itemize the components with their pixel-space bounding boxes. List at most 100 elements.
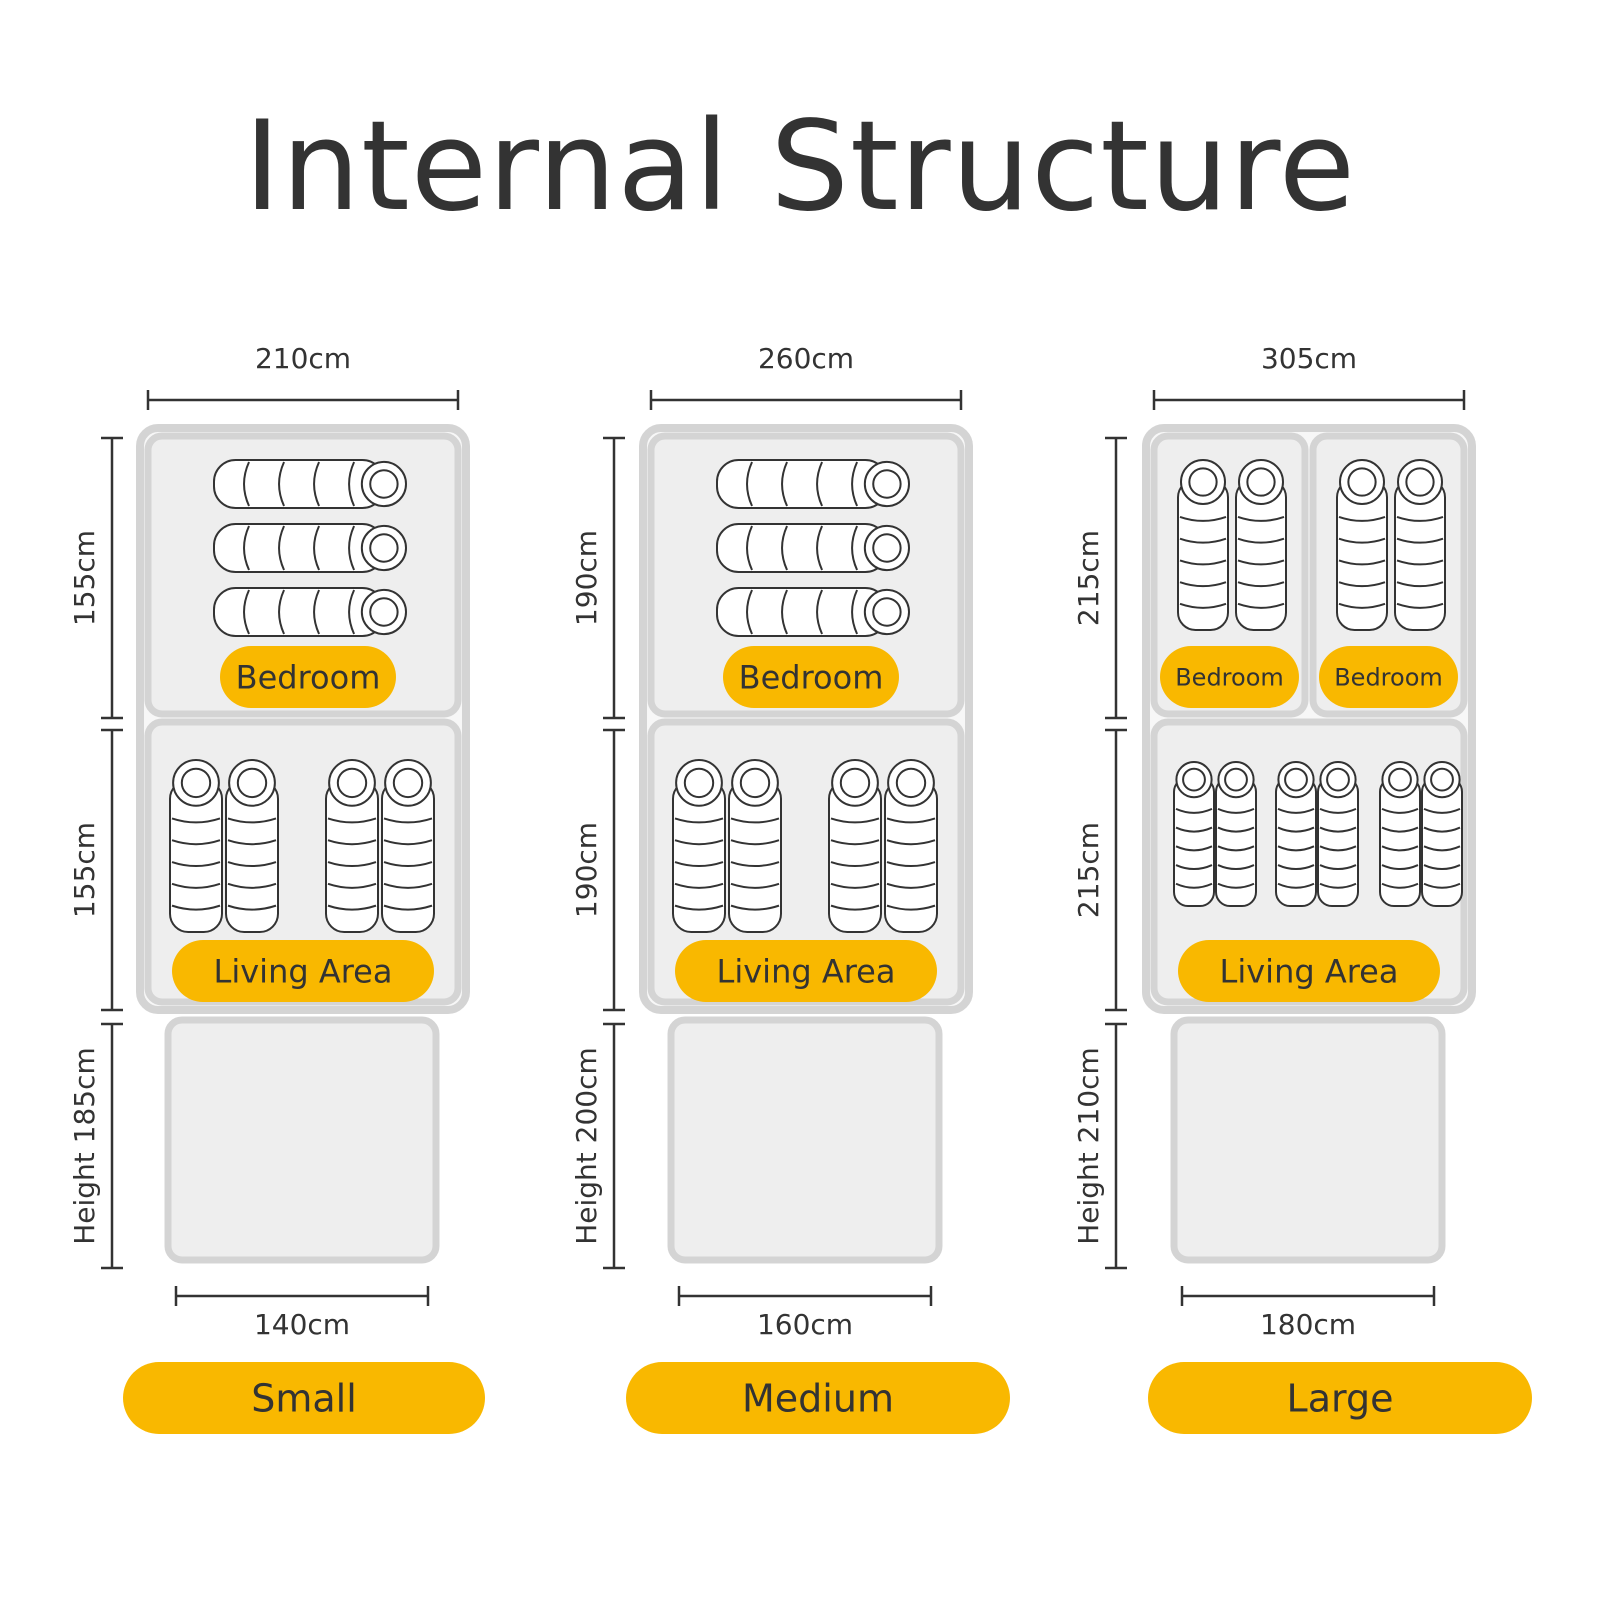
bag-hood-inner [369, 469, 399, 499]
bag-stripe [1175, 882, 1213, 889]
sleeping-bag-icon [728, 759, 782, 933]
bag-stripe [243, 461, 250, 507]
bag-stripe [1175, 845, 1213, 852]
bag-stripe [746, 589, 753, 635]
label-pill-text: Bedroom [236, 659, 381, 697]
sleeping-bag-icon [1235, 459, 1287, 631]
bag-stripe [1396, 581, 1444, 588]
bag-stripe [1237, 537, 1285, 544]
bag-stripe [243, 589, 250, 635]
bedroom-label: Bedroom [1160, 646, 1299, 708]
size-label-large: Large [1148, 1362, 1532, 1434]
bag-stripe [327, 861, 377, 868]
bag-stripe [227, 904, 277, 911]
bag-hood-inner [1224, 767, 1248, 792]
bag-stripe [851, 589, 858, 635]
vestibule-panel [164, 1016, 440, 1264]
sleeping-bag-icon [716, 587, 910, 637]
bag-hood-inner [1388, 767, 1412, 792]
sleeping-bag-icon [213, 587, 408, 637]
bag-stripe [1217, 826, 1255, 833]
bag-stripe [348, 461, 355, 507]
bag-stripe [313, 461, 320, 507]
bag-hood-inner [1430, 767, 1454, 792]
sleeping-bag-icon [1173, 761, 1215, 908]
bag-stripe [1179, 581, 1227, 588]
bag-stripe [1217, 845, 1255, 852]
bag-stripe [227, 861, 277, 868]
bag-stripe [830, 861, 880, 868]
label-pill [1319, 646, 1458, 708]
dimension-label: 160cm [757, 1308, 853, 1341]
bag-stripe [1381, 864, 1419, 871]
bag-stripe [1175, 807, 1213, 814]
bag-stripe [816, 525, 823, 571]
sleeping-bag-icon [1317, 761, 1359, 908]
bag-stripe [886, 839, 936, 846]
bag-stripe [1319, 845, 1357, 852]
bag-stripe [1396, 537, 1444, 544]
label-pill [172, 940, 434, 1002]
bag-body [716, 587, 888, 637]
sleeping-bag-icon [225, 759, 279, 933]
bag-stripe [1319, 882, 1357, 889]
bag-stripe [171, 904, 221, 911]
bedroom-depth-dimension: 215cm [1072, 436, 1127, 720]
bedroom-depth-dimension: 155cm [68, 436, 123, 720]
sleeping-bag-icon [716, 523, 910, 573]
bag-stripe [1319, 826, 1357, 833]
sleeping-bag-icon [828, 759, 882, 933]
tent-width-dimension: 210cm [146, 342, 460, 410]
bag-stripe [1381, 882, 1419, 889]
bag-stripe [730, 861, 780, 868]
sleeping-bag-icon [1177, 459, 1229, 631]
bag-stripe [730, 839, 780, 846]
bag-stripe [1175, 864, 1213, 871]
vestibule-width-dimension: 140cm [174, 1286, 430, 1341]
bag-hood-inner [180, 767, 212, 799]
bag-body [213, 523, 385, 573]
dimension-label: Height 210cm [1072, 1047, 1105, 1245]
bag-hood-inner [1347, 467, 1377, 497]
bag-stripe [674, 861, 724, 868]
label-pill-text: Living Area [214, 953, 393, 991]
bedroom-label: Bedroom [220, 646, 396, 708]
bag-stripe [1277, 845, 1315, 852]
dimension-label: 260cm [758, 342, 854, 375]
bag-stripe [886, 861, 936, 868]
bag-stripe [1338, 581, 1386, 588]
bedroom-label: Bedroom [1319, 646, 1458, 708]
sleeping-bag-icon [1275, 761, 1317, 908]
label-pill [1178, 940, 1440, 1002]
sleeping-bag-icon [381, 759, 435, 933]
dimension-label: 305cm [1261, 342, 1357, 375]
bag-stripe [1396, 602, 1444, 609]
size-label-medium: Medium [626, 1362, 1010, 1434]
bag-stripe [816, 461, 823, 507]
bag-stripe [851, 525, 858, 571]
bag-stripe [327, 904, 377, 911]
dimension-label: 215cm [1072, 530, 1105, 626]
bag-stripe [1423, 826, 1461, 833]
sleeping-bag-icon [325, 759, 379, 933]
height-dimension: Height 210cm [1072, 1022, 1127, 1270]
bag-stripe [383, 882, 433, 889]
bag-hood-inner [1246, 467, 1276, 497]
dimension-label: 190cm [570, 822, 603, 918]
bag-stripe [1396, 515, 1444, 522]
sleeping-bag-icon [716, 459, 910, 509]
bag-stripe [1423, 882, 1461, 889]
bag-stripe [348, 589, 355, 635]
living-area-label: Living Area [1178, 940, 1440, 1002]
bag-stripe [1217, 864, 1255, 871]
bag-stripe [1175, 826, 1213, 833]
bag-stripe [674, 882, 724, 889]
living-area-label: Living Area [675, 940, 937, 1002]
sleeping-bag-icon [213, 459, 408, 509]
label-pill-text: Small [251, 1377, 357, 1421]
bag-stripe [886, 904, 936, 911]
bag-stripe [278, 525, 285, 571]
dimension-label: 210cm [255, 342, 351, 375]
bag-stripe [1237, 581, 1285, 588]
bag-hood-inner [839, 767, 871, 799]
